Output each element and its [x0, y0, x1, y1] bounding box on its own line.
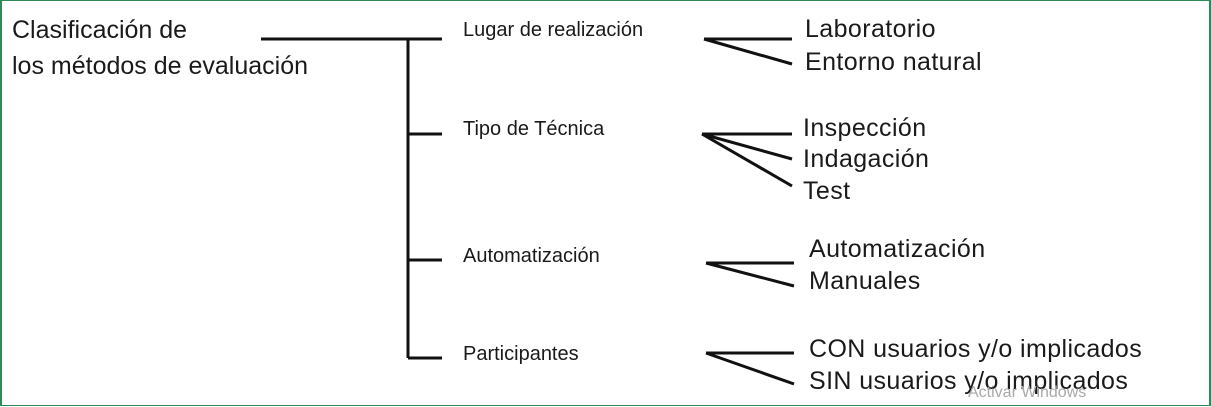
category-automatizacion: Automatización: [463, 245, 600, 267]
category-participantes: Participantes: [463, 343, 579, 365]
option-test: Test: [803, 177, 851, 205]
option-manuales: Manuales: [809, 267, 921, 295]
root-title-line1: Clasificación de: [12, 16, 188, 44]
fan-lugar-2: [703, 37, 793, 66]
category-lugar: Lugar de realización: [463, 19, 644, 41]
root-title-line2: los métodos de evaluación: [12, 52, 309, 80]
option-indagacion: Indagación: [803, 145, 930, 173]
option-laboratorio: Laboratorio: [805, 15, 936, 43]
category-tipo: Tipo de Técnica: [463, 118, 605, 140]
option-inspeccion: Inspección: [803, 114, 927, 142]
fan-tipo-2: [701, 132, 793, 161]
option-automatizacion: Automatización: [809, 235, 986, 263]
option-entorno-natural: Entorno natural: [805, 48, 982, 76]
activate-windows-watermark: Activar Windows: [968, 384, 1087, 401]
option-con-usuarios: CON usuarios y/o implicados: [809, 335, 1143, 363]
fan-auto-2: [705, 261, 795, 288]
fan-tipo-3: [701, 132, 793, 188]
option-sin-usuarios: SIN usuarios y/o implicados: [809, 367, 1129, 395]
fan-part-2: [705, 351, 795, 386]
